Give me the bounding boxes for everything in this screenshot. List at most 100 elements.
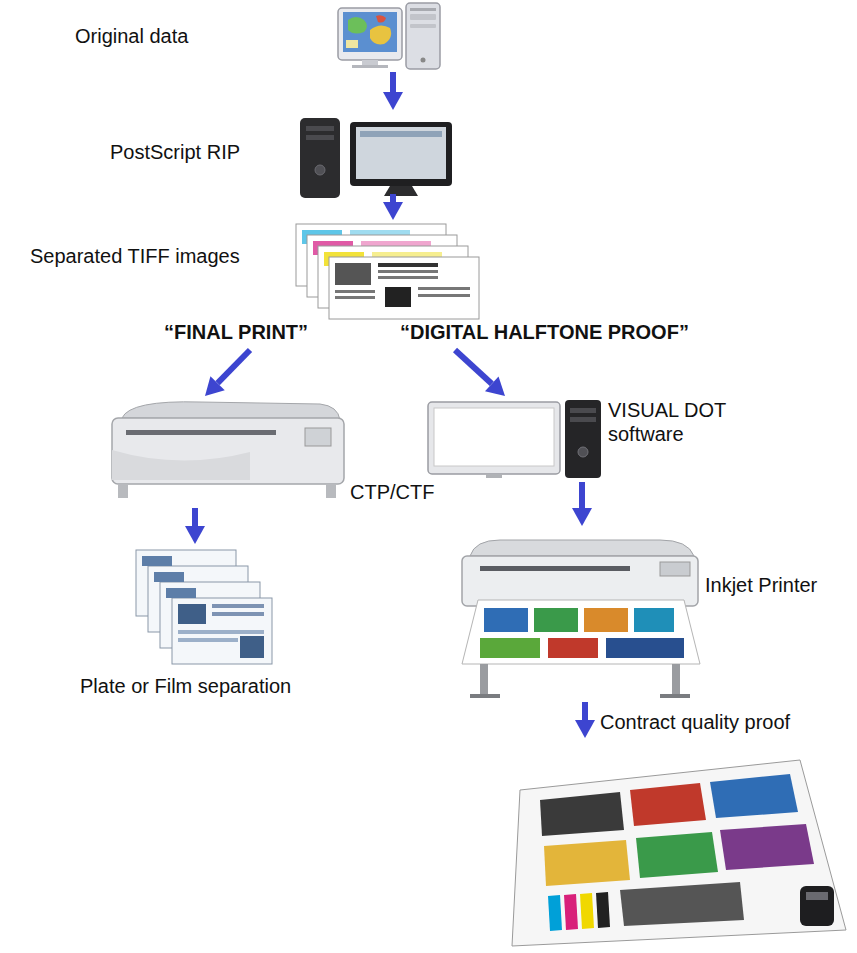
stage-node: Contract quality proof [505,740,850,948]
illustration-part [470,540,694,556]
illustration-part [118,484,128,498]
illustration-part [596,892,610,928]
illustration-part [512,760,846,946]
illustration-part [360,131,442,137]
illustration-part [329,257,479,319]
illustration-part [348,17,367,34]
arrow-head [185,526,205,544]
stage-label: VISUAL DOT software [608,398,733,446]
illustration-part [376,15,386,22]
illustration-part [480,566,630,571]
illustration-part [570,417,596,422]
illustration-part [620,882,744,926]
illustration-part [372,252,442,257]
illustration-part [346,40,358,48]
inkjet-printer [462,540,700,698]
illustration-part [486,474,502,478]
illustration-part [480,664,488,696]
illustration-part [378,276,438,279]
illustration-part [462,556,698,606]
branch-label: “DIGITAL HALFTONE PROOF” [398,320,691,344]
illustration-part [410,24,436,28]
flow-arrow [582,702,588,720]
illustration-part [548,638,598,658]
illustration-part [421,58,426,63]
flow-arrow [218,350,250,383]
illustration-part [343,12,397,52]
illustration-part [212,612,264,616]
stage-label: CTP/CTF [350,480,434,504]
stage-node: Original data [75,2,445,70]
illustration-part [306,135,334,140]
illustration-part [240,636,264,658]
mac-computer [338,3,440,69]
stage-label: Plate or Film separation [80,674,291,698]
arrow-head [383,202,403,220]
illustration-part [564,894,578,930]
ctp-machine [112,402,344,498]
pc-computer [300,118,452,198]
stage-node: PostScript RIP [110,112,455,192]
illustration-part [338,8,402,60]
illustration-part [428,402,560,474]
stage-node: VISUAL DOT software [425,398,737,480]
illustration-part [470,694,500,698]
illustration-part [385,287,411,307]
stage-node: Inkjet Printer [450,528,835,700]
illustration-part [178,630,264,634]
illustration-part [410,8,436,11]
illustration-part [578,447,588,457]
illustration-part [142,556,172,566]
illustration-part [315,165,325,175]
illustration-part [306,126,334,131]
illustration-part [335,296,375,299]
illustration-part [580,893,594,929]
illustration-part [361,241,431,246]
illustration-part [378,270,438,273]
illustration-part [710,774,798,818]
illustration-part [154,572,184,582]
illustration-part [356,127,446,179]
illustration-part [660,694,690,698]
illustration-part [480,638,540,658]
illustration-part [418,294,470,297]
stage-node: CTP/CTF [105,398,438,506]
illustration-part [126,430,276,435]
arrow-head [205,376,225,396]
proof-workstation [428,400,601,478]
illustration-part [606,638,684,658]
plate-stack [136,550,272,664]
illustration-part [326,484,336,498]
tiff-sheets [296,224,479,319]
illustration-part [806,892,828,900]
illustration-part [406,3,440,69]
stage-label: Original data [75,24,188,48]
illustration-part [335,263,371,285]
illustration-part [720,824,814,870]
arrow-head [572,508,592,526]
illustration-part [484,608,528,632]
illustration-part [112,450,250,480]
illustration-part [548,895,562,931]
illustration-part [178,604,206,624]
illustration-part [370,25,391,44]
illustration-part [570,408,596,413]
arrow-head [575,720,595,738]
flow-arrow [390,72,396,92]
proof-sheet [512,760,846,946]
illustration-part [660,562,690,576]
illustration-part [178,638,238,642]
branch-label: “FINAL PRINT” [162,320,310,344]
illustration-part [544,840,630,886]
illustration-part [172,598,272,664]
stage-label: Inkjet Printer [705,573,817,597]
arrow-head [485,376,505,396]
flow-arrow [390,194,396,202]
stage-label: Separated TIFF images [30,244,240,268]
flow-arrow [579,482,585,508]
illustration-part [565,400,601,478]
illustration-part [584,608,628,632]
illustration-part [800,886,834,926]
illustration-part [410,14,436,20]
stage-label: Contract quality proof [600,710,790,734]
